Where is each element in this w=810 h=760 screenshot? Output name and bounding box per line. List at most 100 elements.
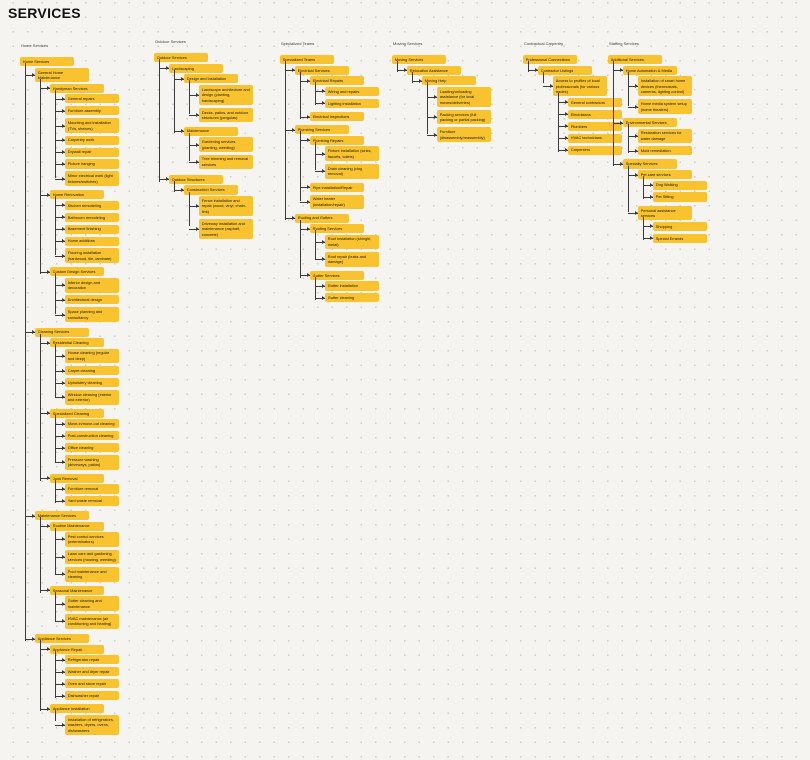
mindmap-node[interactable]: Construction Services — [174, 185, 238, 195]
mindmap-node[interactable]: Oven and stove repair — [55, 679, 119, 689]
mindmap-node[interactable]: Pool maintenance and cleaning — [55, 567, 119, 582]
mindmap-node[interactable]: Washer and dryer repair — [55, 667, 119, 677]
mindmap-node[interactable]: HVAC maintenance (air conditioning and h… — [55, 613, 119, 629]
mindmap-node[interactable]: Home additions — [55, 236, 119, 246]
mindmap-node[interactable]: Residential Cleaning — [40, 338, 104, 348]
mindmap-node[interactable]: Lighting installation — [315, 98, 379, 108]
mindmap-node[interactable]: Home Automation & Media — [613, 65, 677, 75]
mindmap-node[interactable]: Lawn care and gardening services (mowing… — [55, 549, 119, 565]
mindmap-node[interactable]: Post-construction cleaning — [55, 431, 119, 441]
mindmap-node[interactable]: Carpenters — [558, 145, 622, 155]
mindmap-node[interactable]: Loading/unloading assistance (for local … — [427, 86, 491, 108]
mindmap-node[interactable]: Roofing and Gutters — [285, 213, 349, 223]
mindmap-node[interactable]: Roofing Services — [300, 224, 364, 234]
mindmap-node[interactable]: Interior design and decoration — [55, 277, 119, 293]
mindmap-node[interactable]: Minor electrical work (light fixtures/sw… — [55, 171, 119, 187]
mindmap-node[interactable]: Plumbers — [558, 121, 622, 131]
mindmap-node[interactable]: General repairs — [55, 94, 119, 104]
mindmap-node[interactable]: Mold remediation — [628, 146, 692, 156]
mindmap-node[interactable]: Move-in/move-out cleaning — [55, 419, 119, 429]
mindmap-node[interactable]: Additional Services — [608, 55, 662, 65]
mindmap-node[interactable]: Specialty Services — [613, 159, 677, 169]
mindmap-node[interactable]: Pipe installation/Repair — [300, 182, 364, 192]
mindmap-node[interactable]: House cleaning (regular and deep) — [55, 348, 119, 364]
mindmap-node[interactable]: General contractors — [558, 97, 622, 108]
mindmap-node[interactable]: Appliance Installation — [40, 704, 104, 714]
mindmap-node[interactable]: Dog Walking — [643, 180, 707, 190]
mindmap-node[interactable]: Environmental Services — [613, 118, 677, 128]
mindmap-node[interactable]: Moving Help — [412, 76, 476, 86]
mindmap-node[interactable]: Specialized Teams — [280, 55, 334, 65]
mindmap-node[interactable]: Driveway installation and maintenance (a… — [189, 218, 253, 240]
mindmap-node[interactable]: Installation of smart home devices (ther… — [628, 76, 692, 97]
mindmap-node[interactable]: Furniture (disassembly/reassembly) — [427, 127, 491, 142]
mindmap-node[interactable]: Mounting and installation (TVs, shelves) — [55, 118, 119, 133]
mindmap-node[interactable]: Routine Maintenance — [40, 521, 104, 531]
mindmap-node[interactable]: Space planning and consultancy — [55, 307, 119, 322]
mindmap-node[interactable]: Fence installation and repair (wood, vin… — [189, 195, 253, 217]
mindmap-node[interactable]: Pet Sitting — [643, 192, 707, 202]
mindmap-node[interactable]: Junk Removal — [40, 473, 104, 484]
mindmap-node[interactable]: Access to profiles of local professional… — [543, 76, 607, 97]
mindmap-node[interactable]: Shopping — [643, 221, 707, 231]
mindmap-node[interactable]: Cleaning Services — [25, 327, 89, 337]
mindmap-node[interactable]: Special Errands — [643, 233, 707, 243]
mindmap-node[interactable]: Personal assistance services — [628, 205, 692, 221]
mindmap-node[interactable]: Gutter cleaning — [315, 293, 379, 303]
mindmap-node[interactable]: Architectural design — [55, 295, 119, 305]
mindmap-node[interactable]: Electricians — [558, 109, 622, 119]
mindmap-node[interactable]: Drain cleaning (clog removal) — [315, 163, 379, 179]
mindmap-node[interactable]: Tree trimming and removal services — [189, 154, 253, 170]
mindmap-node[interactable]: Seasonal Maintenance — [40, 585, 104, 596]
mindmap-node[interactable]: Home Renovation — [40, 190, 104, 200]
mindmap-node[interactable]: Outdoor Structures — [159, 174, 223, 185]
mindmap-node[interactable]: Upholstery cleaning — [55, 377, 119, 388]
mindmap-node[interactable]: Moving Services — [392, 55, 446, 65]
mindmap-node[interactable]: Pressure washing (driveways, patios) — [55, 455, 119, 470]
mindmap-node[interactable]: Carpet cleaning — [55, 366, 119, 376]
mindmap-node[interactable]: Window cleaning (interior and exterior) — [55, 389, 119, 405]
mindmap-node[interactable]: Design and Installation — [174, 74, 238, 84]
mindmap-node[interactable]: Relocation Assistance — [397, 65, 461, 75]
mindmap-node[interactable]: Electrical Inspections — [300, 112, 364, 122]
mindmap-node[interactable]: Appliance Repair — [40, 644, 104, 654]
mindmap-node[interactable]: Gutter cleaning and maintenance — [55, 596, 119, 612]
mindmap-node[interactable]: Installation of refrigerators, washers, … — [55, 714, 119, 736]
mindmap-node[interactable]: Yard waste removal — [55, 496, 119, 506]
mindmap-node[interactable]: Specialized Cleaning — [40, 408, 104, 418]
mindmap-node[interactable]: General Home Maintenance — [25, 67, 89, 83]
mindmap-node[interactable]: Flooring installation (hardwood, tile, l… — [55, 248, 119, 264]
mindmap-node[interactable]: Basement finishing — [55, 224, 119, 234]
mindmap-node[interactable]: Maintenance Services — [25, 511, 89, 521]
mindmap-node[interactable]: Gardening services (planting, weeding) — [189, 137, 253, 152]
mindmap-node[interactable]: Furniture assembly — [55, 106, 119, 116]
mindmap-node[interactable]: Refrigerator repair — [55, 655, 119, 665]
mindmap-node[interactable]: Drywall repair — [55, 147, 119, 157]
mindmap-node[interactable]: Plumbing Repairs — [300, 135, 364, 145]
mindmap-node[interactable]: Outdoor Services — [154, 53, 208, 63]
mindmap-node[interactable]: Home Services — [20, 57, 74, 67]
mindmap-node[interactable]: Plumbing Services — [285, 125, 349, 135]
mindmap-node[interactable]: Picture hanging — [55, 159, 119, 169]
mindmap-node[interactable]: Appliance Services — [25, 634, 89, 644]
mindmap-node[interactable]: Fixture installation (sinks, faucets, to… — [315, 146, 379, 162]
mindmap-node[interactable]: Handyman Services — [40, 83, 104, 93]
mindmap-node[interactable]: Gutter installation — [315, 281, 379, 291]
mindmap-node[interactable]: Landscaping — [159, 63, 223, 73]
mindmap-node[interactable]: Restoration services for water damage — [628, 128, 692, 144]
mindmap-node[interactable]: Bathroom remodeling — [55, 212, 119, 222]
mindmap-node[interactable]: Pet care services — [628, 169, 692, 180]
mindmap-node[interactable]: Wiring and repairs — [315, 86, 379, 96]
mindmap-node[interactable]: Electrical Repairs — [300, 76, 364, 86]
mindmap-node[interactable]: Packing services (full packing or partia… — [427, 109, 491, 125]
mindmap-node[interactable]: Professional Connections — [523, 55, 577, 65]
mindmap-node[interactable]: Pest control services (exterminators) — [55, 532, 119, 547]
mindmap-node[interactable]: Kitchen remodeling — [55, 200, 119, 210]
mindmap-node[interactable]: Carpentry work — [55, 135, 119, 145]
mindmap-node[interactable]: Landscape architecture and design (plant… — [189, 84, 253, 106]
mindmap-node[interactable]: Roof repair (leaks and damage) — [315, 252, 379, 267]
mindmap-node[interactable]: Decks, patios, and outdoor structures (p… — [189, 107, 253, 123]
mindmap-node[interactable]: Electrical Services — [285, 65, 349, 75]
mindmap-node[interactable]: Furniture removal — [55, 484, 119, 494]
